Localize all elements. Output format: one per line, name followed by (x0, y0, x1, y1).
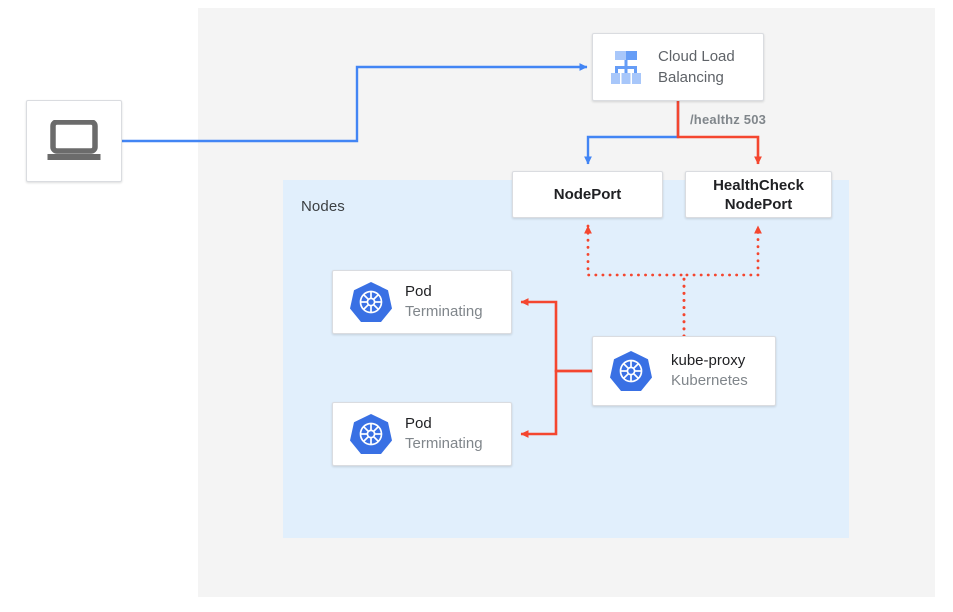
nodeport-card[interactable]: NodePort (512, 171, 663, 218)
pod-1-text: Pod Terminating (405, 282, 483, 322)
kubernetes-icon (350, 282, 392, 322)
pod-2-title: Pod (405, 415, 432, 432)
kube-proxy-card[interactable]: kube-proxy Kubernetes (592, 336, 776, 406)
nodes-region-label: Nodes (301, 198, 345, 215)
pod-1-title: Pod (405, 283, 432, 300)
pod-card-2[interactable]: Pod Terminating (332, 402, 512, 466)
healthcheck-nodeport-card[interactable]: HealthCheck NodePort (685, 171, 832, 218)
pod-1-status: Terminating (405, 303, 483, 320)
healthcheck-nodeport-line-2: NodePort (724, 195, 793, 213)
healthcheck-nodeport-line-1: HealthCheck (713, 176, 804, 194)
pod-2-status: Terminating (405, 435, 483, 452)
cloud-load-balancing-line-2: Balancing (658, 69, 724, 86)
kubernetes-icon (610, 351, 652, 391)
cloud-load-balancing-card[interactable]: Cloud Load Balancing (592, 33, 764, 101)
pod-2-text: Pod Terminating (405, 414, 483, 454)
pod-card-1[interactable]: Pod Terminating (332, 270, 512, 334)
cloud-load-balancing-label: Cloud Load Balancing (658, 46, 735, 88)
kube-proxy-text: kube-proxy Kubernetes (671, 351, 748, 391)
kube-proxy-subtitle: Kubernetes (671, 372, 748, 389)
client-device-card[interactable] (26, 100, 122, 182)
kubernetes-icon (350, 414, 392, 454)
nodeport-label: NodePort (553, 186, 622, 203)
load-balancer-icon (611, 51, 641, 84)
kube-proxy-title: kube-proxy (671, 352, 746, 369)
cloud-load-balancing-line-1: Cloud Load (658, 48, 735, 65)
laptop-icon (47, 120, 101, 160)
healthcheck-nodeport-label: HealthCheck NodePort (686, 172, 831, 217)
healthz-edge-label: /healthz 503 (690, 112, 767, 127)
